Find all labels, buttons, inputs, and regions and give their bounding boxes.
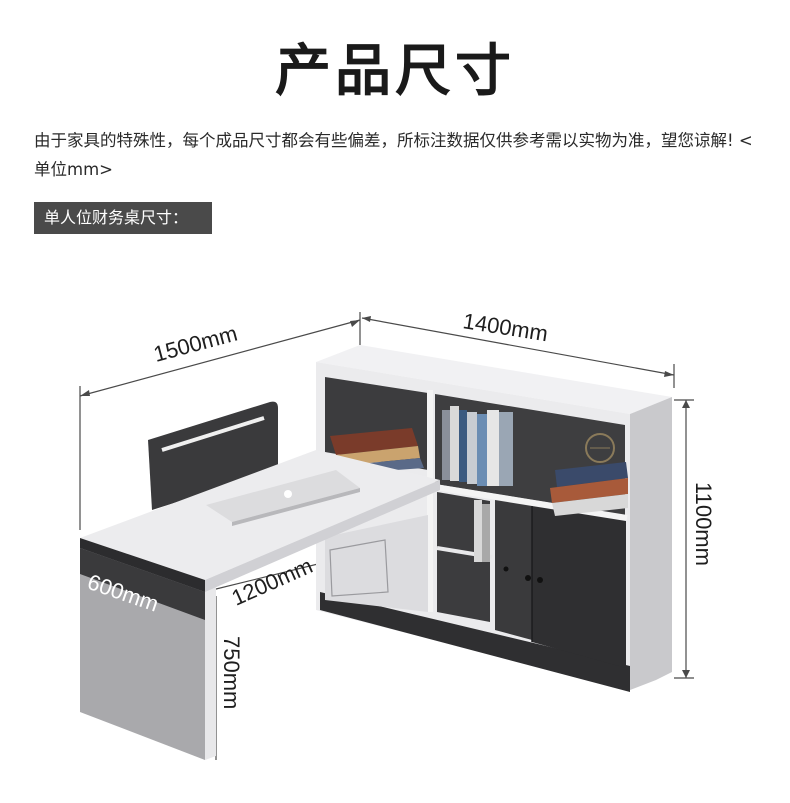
desk-length-label: 1500mm [151,321,240,367]
desk-height-label: 750mm [219,636,244,709]
dimension-arrows [80,316,690,678]
cabinet-length-label: 1400mm [461,308,549,346]
page-title: 产品尺寸 [275,39,515,104]
cabinet-height-label: 1100mm [691,482,716,566]
office-desk [80,401,440,760]
size-disclaimer: 由于家具的特殊性，每个成品尺寸都会有些偏差，所标注数据仅供参考需以实物为准，望您… [34,131,753,179]
section-label: 单人位财务桌尺寸： [34,202,212,234]
